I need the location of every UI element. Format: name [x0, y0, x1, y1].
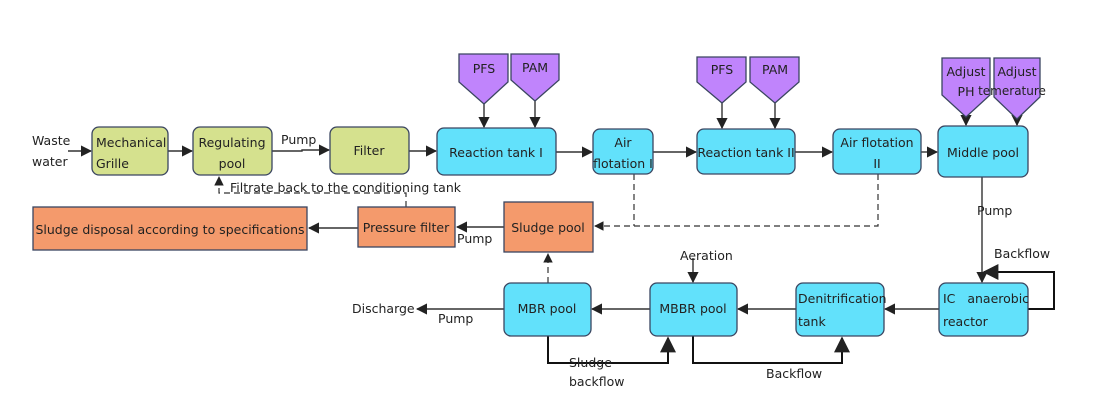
label-pump-1: Pump — [281, 132, 316, 147]
box-sludge-pool: Sludge pool — [503, 201, 594, 253]
label-pump-3: Pump — [977, 203, 1012, 218]
label-water: water — [32, 154, 68, 169]
box-denitrification-tank: Denitrification tank — [795, 282, 887, 337]
box-label: Adjust — [946, 64, 985, 79]
chemical-adjust-temperature: Adjust temerature — [978, 57, 1046, 120]
label-pump-4: Pump — [438, 311, 473, 326]
box-label: Filter — [354, 143, 386, 158]
box-label: PFS — [711, 62, 734, 77]
box-label: Air — [614, 135, 632, 150]
box-reaction-tank-2: Reaction tank II — [696, 128, 796, 175]
arrow-regulating-filter — [272, 144, 331, 156]
label-backflow-ic: Backflow — [994, 246, 1050, 261]
box-ic-anaerobic-reactor: IC anaerobic reactor — [938, 282, 1029, 337]
box-label: Adjust — [997, 64, 1036, 79]
box-mechanical-grille: Mechanical Grille — [91, 126, 169, 176]
box-regulating-pool: Regulating pool — [192, 126, 273, 176]
box-label: PAM — [522, 60, 548, 75]
box-air-flotation-2: Air flotation II — [832, 128, 922, 175]
arrow-sludge-backflow — [547, 336, 676, 364]
box-label: Reaction tank I — [449, 145, 543, 160]
box-label: Mechanical — [96, 135, 166, 150]
label-aeration: Aeration — [680, 248, 733, 263]
box-mbbr-pool: MBBR pool — [649, 282, 738, 337]
box-label: Denitrification — [798, 291, 887, 306]
label-filtrate-back: Filtrate back to the conditioning tank — [230, 180, 462, 195]
box-reaction-tank-1: Reaction tank I — [436, 127, 557, 176]
box-label: PH — [958, 84, 975, 99]
box-label: pool — [219, 156, 246, 171]
label-waste: Waste — [32, 133, 71, 148]
box-middle-pool: Middle pool — [937, 125, 1029, 178]
chemical-pam-2: PAM — [749, 56, 800, 104]
box-sludge-disposal: Sludge disposal according to specificati… — [32, 206, 308, 251]
label-discharge: Discharge — [352, 301, 415, 316]
box-label: Sludge disposal according to specificati… — [35, 222, 304, 237]
box-label: IC anaerobic — [943, 291, 1029, 306]
box-label: Sludge pool — [511, 220, 585, 235]
chemical-pam-1: PAM — [510, 53, 560, 102]
box-label: II — [873, 156, 880, 171]
box-label: flotation I — [593, 156, 653, 171]
chemical-pfs-1: PFS — [458, 53, 509, 105]
box-mbr-pool: MBR pool — [503, 282, 592, 337]
chemical-pfs-2: PFS — [696, 56, 747, 104]
box-label: reactor — [943, 314, 989, 329]
box-label: temerature — [978, 84, 1046, 98]
box-label: Pressure filter — [363, 220, 450, 235]
box-label: MBBR pool — [659, 301, 726, 316]
box-label: PFS — [473, 61, 496, 76]
label-backflow-bottom: Backflow — [766, 366, 822, 381]
box-label: Air flotation — [840, 135, 913, 150]
box-label: PAM — [762, 62, 788, 77]
box-label: Regulating — [198, 135, 265, 150]
box-label: MBR pool — [518, 301, 577, 316]
label-pump-2: Pump — [457, 231, 492, 246]
arrow-air2-sludge — [594, 174, 879, 231]
labels: Waste water Pump Filtrate back to the co… — [32, 132, 1050, 389]
box-filter: Filter — [329, 126, 410, 175]
arrow-ic-backflow — [982, 264, 1055, 310]
box-label: Grille — [96, 156, 129, 171]
box-label: tank — [798, 314, 826, 329]
label-sludge: Sludge — [569, 355, 612, 370]
box-label: Reaction tank II — [697, 145, 794, 160]
box-label: Middle pool — [947, 145, 1019, 160]
arrow-backflow-denitrification — [692, 336, 850, 364]
chemical-adjust-ph: Adjust PH — [941, 57, 991, 118]
connectors — [68, 101, 1055, 364]
box-pressure-filter: Pressure filter — [357, 206, 456, 248]
label-backflow: backflow — [569, 374, 624, 389]
box-air-flotation-1: Air flotation I — [592, 128, 654, 175]
